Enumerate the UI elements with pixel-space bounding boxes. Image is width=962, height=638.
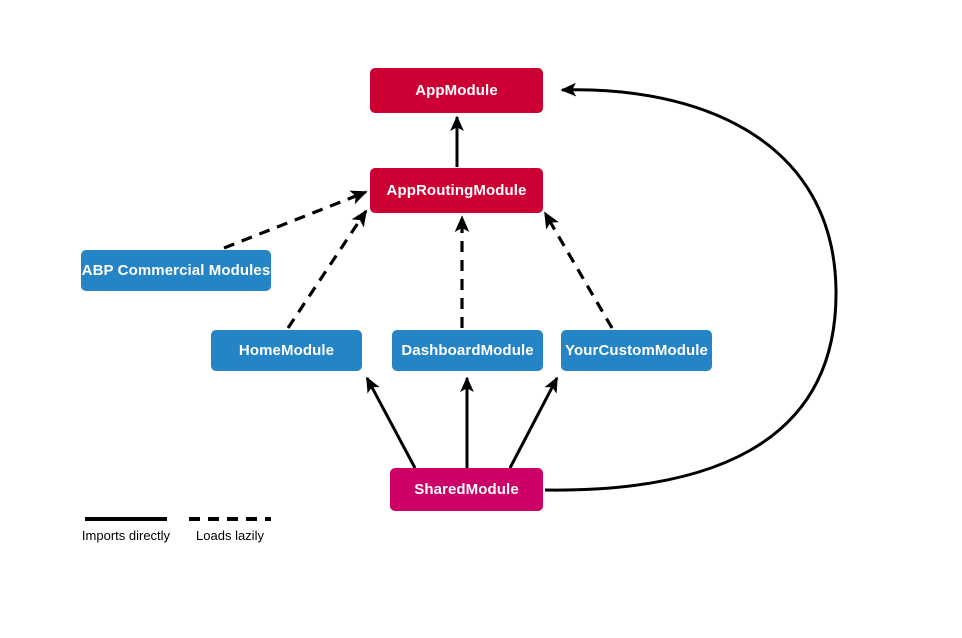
- node-shared-module-label: SharedModule: [414, 481, 519, 498]
- edge-yourcustom-to-approuting: [543, 211, 614, 329]
- edge-sharedmodule-to-appmodule: [544, 82, 838, 492]
- node-abp-commercial-modules-label: ABP Commercial Modules: [81, 262, 271, 279]
- node-app-module-label: AppModule: [415, 82, 498, 99]
- edge-home-to-approuting: [286, 209, 368, 329]
- node-app-routing-module[interactable]: AppRoutingModule: [370, 168, 543, 213]
- node-app-module[interactable]: AppModule: [370, 68, 543, 113]
- node-abp-commercial-modules[interactable]: ABP Commercial Modules: [81, 250, 271, 291]
- node-shared-module[interactable]: SharedModule: [390, 468, 543, 511]
- diagram-legend: Imports directly Loads lazily: [70, 505, 300, 553]
- node-dashboard-module-label: DashboardModule: [401, 342, 534, 359]
- node-home-module[interactable]: HomeModule: [211, 330, 362, 371]
- node-app-routing-module-label: AppRoutingModule: [386, 182, 527, 199]
- legend-item-loads-lazily: Loads lazily: [182, 505, 278, 543]
- legend-dashed-line-swatch: [189, 517, 271, 521]
- legend-dashed-label: Loads lazily: [196, 528, 264, 543]
- node-dashboard-module[interactable]: DashboardModule: [392, 330, 543, 371]
- legend-solid-line-swatch: [85, 517, 167, 521]
- edge-sharedmodule-to-home: [365, 376, 417, 469]
- legend-solid-label: Imports directly: [81, 528, 171, 543]
- node-home-module-label: HomeModule: [238, 342, 335, 359]
- node-your-custom-module[interactable]: YourCustomModule: [561, 330, 712, 371]
- edge-sharedmodule-to-yourcustom: [508, 376, 559, 469]
- node-your-custom-module-label: YourCustomModule: [565, 342, 708, 359]
- legend-item-imports-directly: Imports directly: [78, 505, 174, 543]
- edge-abp-to-approuting: [223, 190, 368, 250]
